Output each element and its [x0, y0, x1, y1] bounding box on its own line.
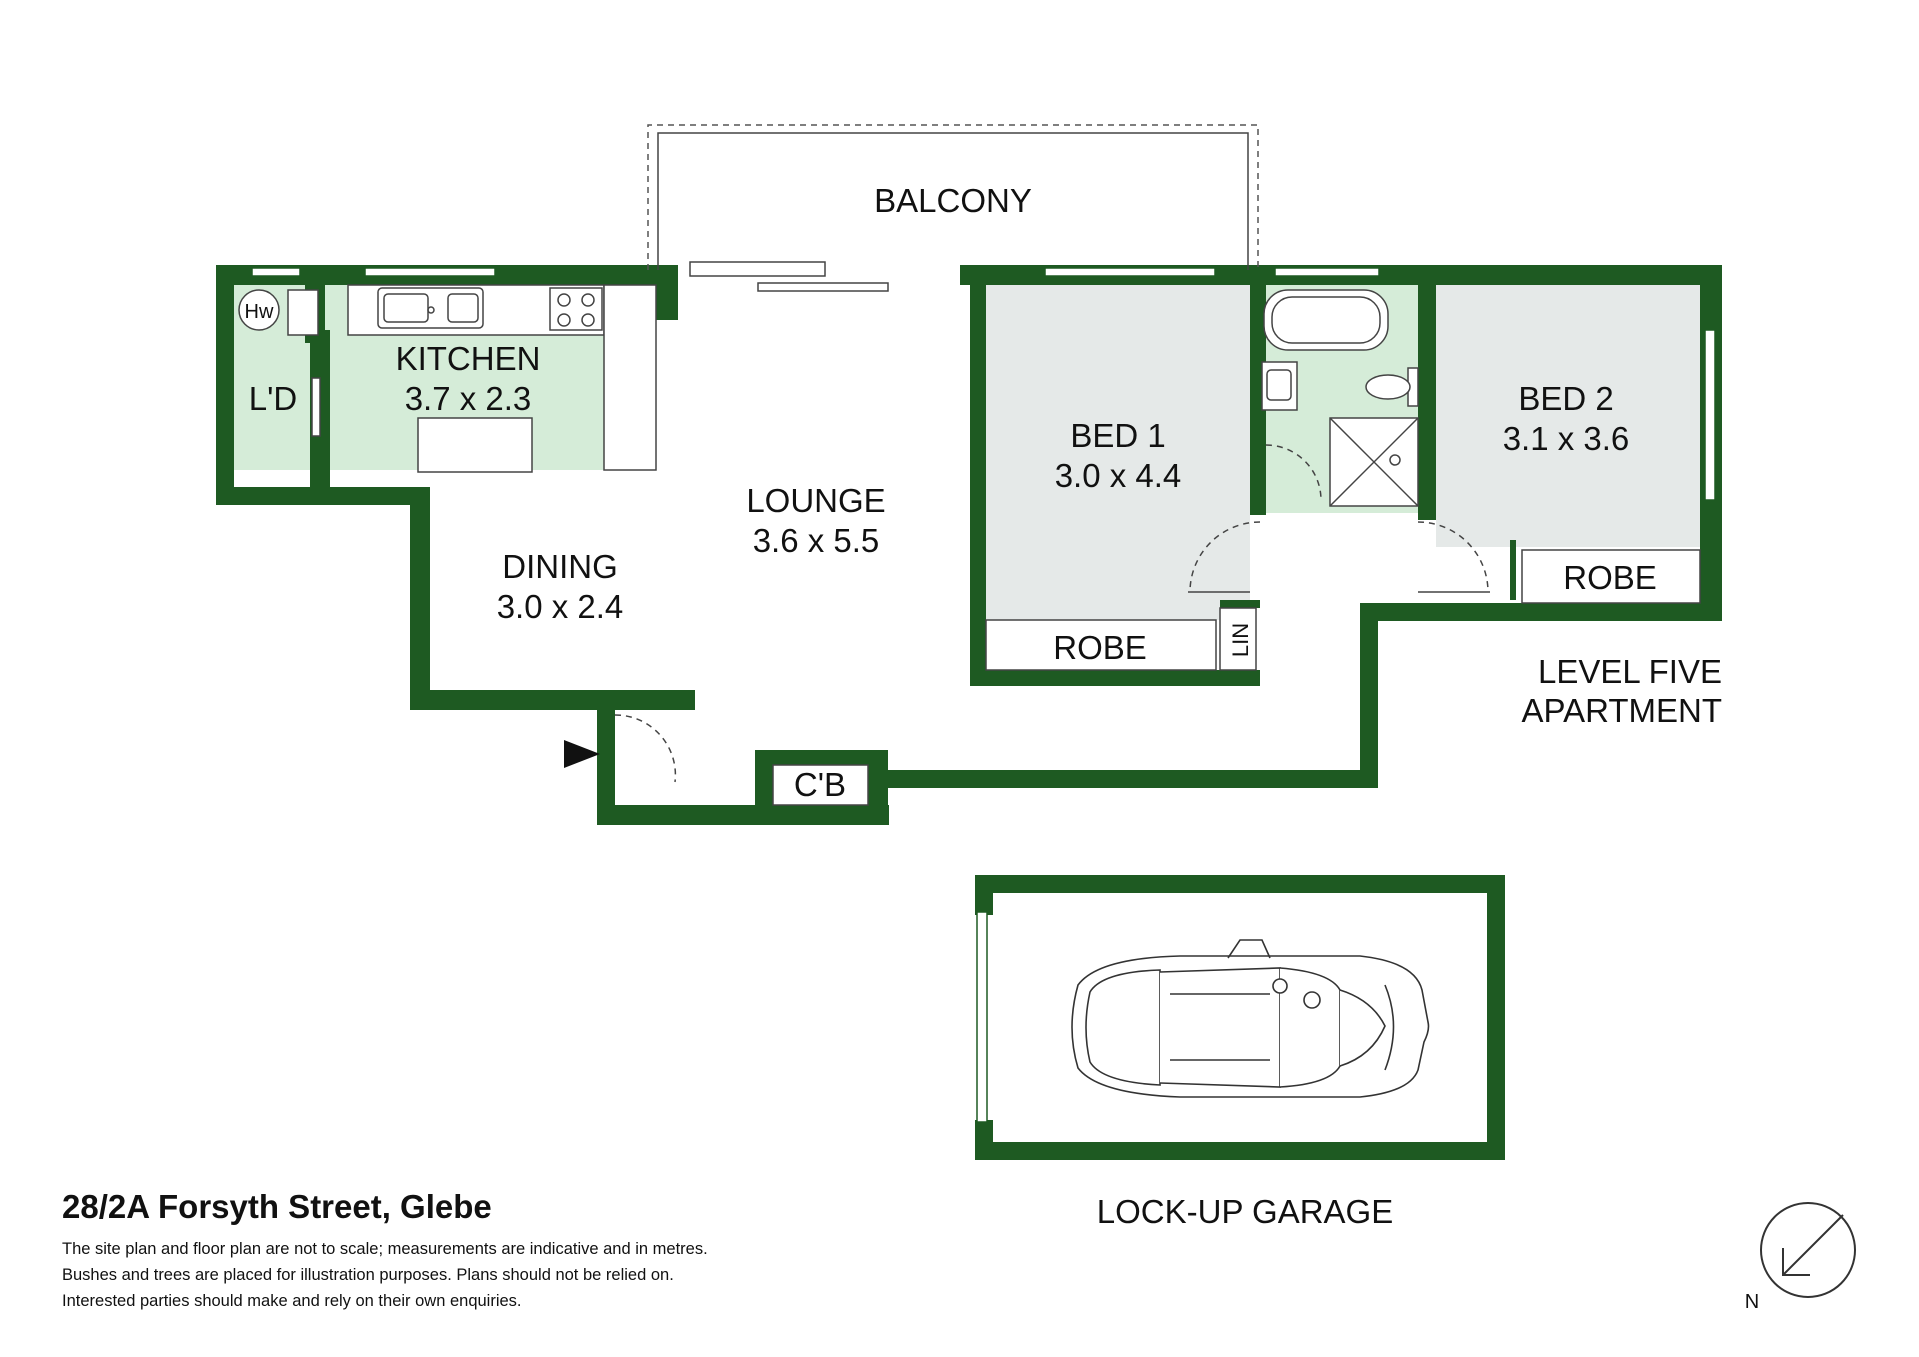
bed1-robe-label: ROBE [1053, 629, 1147, 666]
shower-icon [1329, 417, 1419, 507]
car-icon [1071, 939, 1430, 1098]
cupboard-label: C'B [794, 766, 846, 803]
entry-cupboard [772, 764, 869, 806]
kitchen-fixtures [238, 284, 657, 473]
linen-label: LIN [1228, 623, 1253, 657]
bed2-name: BED 2 [1518, 380, 1613, 417]
basin-icon [1261, 361, 1298, 411]
toilet-icon [1365, 367, 1419, 407]
windows [251, 267, 1716, 1123]
bed1-size: 3.0 x 4.4 [1055, 457, 1182, 494]
sink-icon [377, 287, 484, 329]
level-label-line1: LEVEL FIVE [1538, 653, 1722, 690]
disclaimer-line-3: Interested parties should make and rely … [62, 1292, 522, 1310]
north-arrow-icon [1760, 1202, 1856, 1298]
bed1-floor [982, 285, 1250, 620]
disclaimer-line-1: The site plan and floor plan are not to … [62, 1240, 708, 1258]
garage-label: LOCK-UP GARAGE [1097, 1193, 1393, 1230]
property-address: 28/2A Forsyth Street, Glebe [62, 1188, 492, 1225]
bed2-floor [1436, 285, 1708, 547]
disclaimer-line-2: Bushes and trees are placed for illustra… [62, 1266, 674, 1284]
bed2-robe-label: ROBE [1563, 559, 1657, 596]
dining-name: DINING [502, 548, 618, 585]
bed1-name: BED 1 [1070, 417, 1165, 454]
hot-water-icon [238, 289, 280, 331]
bed1-robe [985, 619, 1217, 671]
balcony-outline [647, 124, 1259, 292]
storage [772, 549, 1701, 806]
bathroom-fixtures [1261, 289, 1419, 507]
room-labels: BALCONY Hw L'D KITCHEN 3.7 x 2.3 LOUNGE … [245, 182, 1722, 1230]
bed2-robe [1521, 549, 1701, 604]
entry-arrow-icon [564, 740, 600, 768]
kitchen-size: 3.7 x 2.3 [405, 380, 532, 417]
cooktop-icon [549, 287, 603, 331]
laundry-label: L'D [249, 380, 298, 417]
lounge-size: 3.6 x 5.5 [753, 522, 880, 559]
kitchen-name: KITCHEN [396, 340, 541, 377]
footer: 28/2A Forsyth Street, Glebe The site pla… [62, 1188, 708, 1314]
lounge-name: LOUNGE [746, 482, 885, 519]
bed2-size: 3.1 x 3.6 [1503, 420, 1630, 457]
level-label-line2: APARTMENT [1522, 692, 1722, 729]
balcony-label: BALCONY [874, 182, 1032, 219]
hot-water-label: Hw [245, 301, 274, 323]
laundry-door [311, 377, 321, 437]
bathtub-icon [1263, 289, 1389, 351]
laundry-tub-icon [287, 289, 319, 336]
dining-size: 3.0 x 2.4 [497, 588, 624, 625]
door-swings [614, 444, 1489, 783]
linen-cupboard [1219, 607, 1257, 671]
north-label: N [1745, 1291, 1759, 1313]
